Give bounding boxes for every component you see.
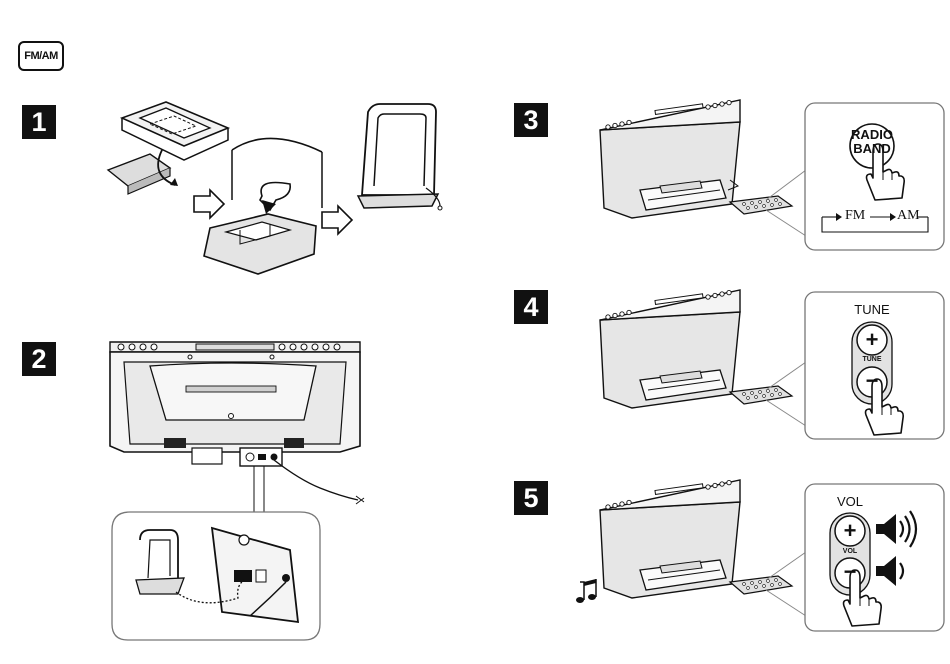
band-fm-label: FM <box>845 208 865 224</box>
vol-plus-button[interactable]: + <box>835 518 865 544</box>
radio-band-label-1: RADIO <box>850 128 894 142</box>
step-5-unit <box>576 480 944 631</box>
vol-title: VOL <box>830 494 870 509</box>
radio-band-label-2: BAND <box>850 142 894 156</box>
band-am-label: AM <box>897 208 920 224</box>
music-note-icon <box>576 579 596 603</box>
tune-rocker-label: TUNE <box>852 356 892 363</box>
step-2-rear-panel <box>110 342 364 640</box>
vol-rocker-label: VOL <box>830 548 870 555</box>
step-3-unit <box>600 100 944 250</box>
vol-minus-button[interactable]: − <box>835 559 865 585</box>
tune-minus-button[interactable]: − <box>857 368 887 394</box>
tune-title: TUNE <box>852 302 892 317</box>
step-1-antenna-assembly <box>108 102 442 274</box>
tune-plus-button[interactable]: + <box>857 327 887 353</box>
step-4-unit <box>600 290 944 439</box>
